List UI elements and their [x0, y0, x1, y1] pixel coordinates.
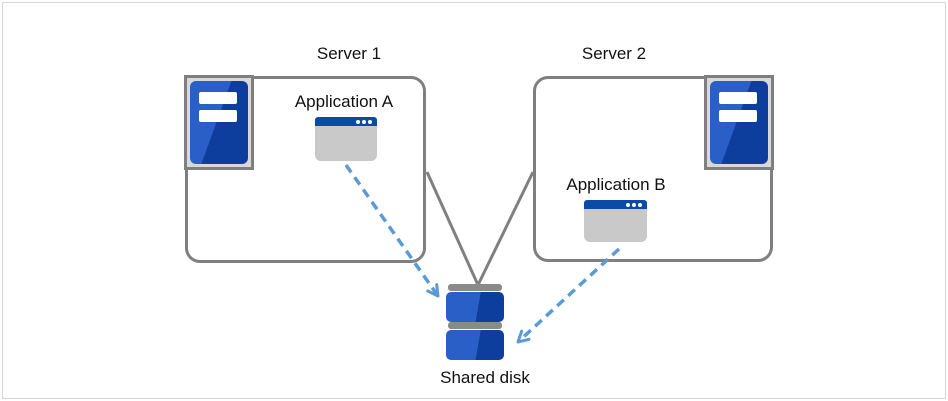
shared-disk-label: Shared disk: [440, 368, 530, 387]
server2-title: Server 2: [581, 44, 647, 63]
server-tower-icon: [710, 81, 768, 164]
application-b-window-icon: [584, 200, 647, 242]
server-slot: [719, 110, 757, 122]
titlebar-dot: [638, 202, 642, 207]
app-window-body: [315, 126, 377, 161]
application-a-window-icon: [315, 117, 377, 161]
server1-title: Server 1: [316, 44, 382, 63]
server-slot: [719, 92, 757, 104]
shared-disk-icon: [446, 283, 504, 361]
arrow-application-b-to-disk: [516, 247, 621, 344]
server-slot: [199, 110, 237, 122]
app-window-titlebar: [315, 117, 377, 126]
server1-rack-server-icon: [184, 75, 254, 170]
titlebar-dot: [626, 202, 630, 207]
server-slot: [199, 92, 237, 104]
disk-cap: [448, 284, 502, 291]
application-b-label: Application B: [566, 175, 666, 194]
connector-server2-to-disk: [476, 171, 535, 286]
connector-server1-to-disk: [425, 171, 480, 286]
server2-rack-server-icon: [704, 75, 774, 170]
app-window-titlebar: [584, 200, 647, 209]
disk-cap: [448, 322, 502, 329]
titlebar-dot: [632, 202, 636, 207]
disk-unit: [446, 330, 504, 360]
disk-unit: [446, 292, 504, 322]
server-tower-icon: [190, 81, 248, 164]
titlebar-dot: [362, 119, 366, 124]
titlebar-dot: [356, 119, 360, 124]
titlebar-dot: [368, 119, 372, 124]
application-a-label: Application A: [294, 92, 394, 111]
app-window-body: [584, 209, 647, 242]
